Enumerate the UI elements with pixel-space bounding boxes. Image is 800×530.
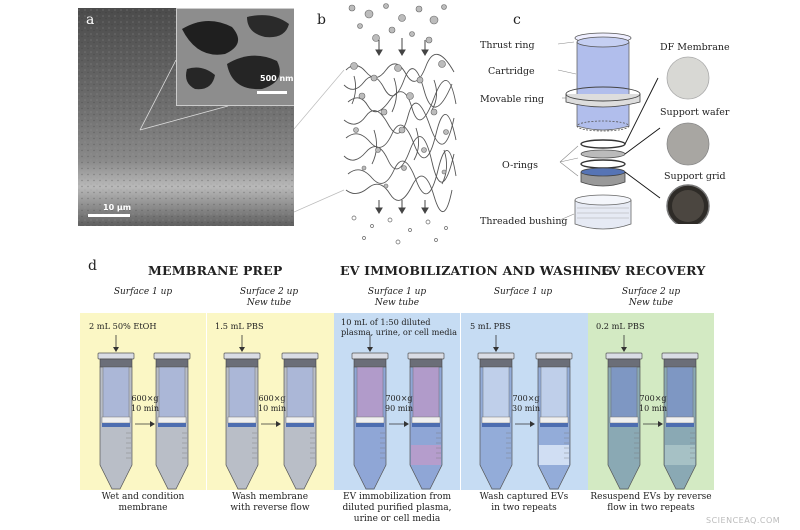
step2-tube-before (223, 352, 261, 490)
step2-surface: Surface 2 up (239, 287, 299, 297)
step1-surface: Surface 1 up (113, 287, 173, 297)
step4-spin: 700×g 30 min (509, 394, 543, 414)
step1-tube-after (153, 352, 191, 490)
label-thrust-ring: Thrust ring (480, 40, 535, 51)
step1-speed: 600×g (131, 394, 159, 403)
step5-tube: New tube (628, 298, 674, 308)
step1-caption: Wet and condition membrane (101, 492, 185, 513)
step5-surface: Surface 2 up (621, 287, 681, 297)
step2-time: 10 min (257, 404, 287, 413)
membrane-parts (666, 56, 710, 224)
step2-volume: 1.5 mL PBS (215, 321, 264, 331)
scale-label-500nm: 500 nm (260, 74, 294, 83)
step3-tube-before (351, 352, 389, 490)
step4-time: 30 min (511, 404, 541, 413)
label-threaded-bushing: Threaded bushing (480, 216, 568, 227)
step1-time: 10 min (130, 404, 160, 413)
panel-label-a: a (86, 12, 95, 28)
watermark: SCIENCEAQ.COM (706, 516, 781, 525)
membrane-schematic (294, 3, 457, 245)
step4-surface: Surface 1 up (493, 287, 553, 297)
step1-volume: 2 mL 50% EtOH (89, 321, 157, 331)
panel-label-b: b (317, 12, 326, 28)
inset-pores (177, 9, 294, 105)
step4-volume: 5 mL PBS (470, 321, 511, 331)
step2-speed: 600×g (258, 394, 286, 403)
step1-spin: 600×g 10 min (128, 394, 162, 414)
step3-speed: 700×g (385, 394, 413, 403)
step4-tube-after (535, 352, 573, 490)
cartridge-exploded (557, 32, 661, 230)
step3-time: 90 min (384, 404, 414, 413)
label-cartridge: Cartridge (488, 66, 535, 77)
support-wafer-disc (666, 122, 710, 166)
header-ev-immobilization: EV IMMOBILIZATION AND WASHING (340, 263, 613, 278)
step4-speed: 700×g (512, 394, 540, 403)
panel-label-d: d (88, 258, 97, 274)
step5-speed: 700×g (639, 394, 667, 403)
step3-caption: EV immobilization from diluted purified … (342, 492, 452, 524)
step3-spin: 700×g 90 min (382, 394, 416, 414)
label-support-grid: Support grid (664, 171, 726, 182)
step2-tube-after (281, 352, 319, 490)
step5-caption: Resuspend EVs by reverse flow in two rep… (590, 492, 712, 513)
step5-volume: 0.2 mL PBS (596, 321, 645, 331)
label-df-membrane: DF Membrane (660, 42, 730, 53)
step3-tube-after (407, 352, 445, 490)
step4-tube-before (477, 352, 515, 490)
df-membrane-disc (666, 56, 710, 100)
step3-volume: 10 mL of 1:50 diluted plasma, urine, or … (341, 317, 457, 337)
step4-caption: Wash captured EVs in two repeats (479, 492, 569, 513)
header-membrane-prep: MEMBRANE PREP (148, 263, 283, 278)
step5-time: 10 min (638, 404, 668, 413)
scale-label-10um: 10 µm (103, 203, 132, 212)
sem-image (78, 8, 294, 226)
label-o-rings: O-rings (502, 160, 539, 171)
header-ev-recovery: EV RECOVERY (601, 263, 706, 278)
step2-caption: Wash membrane with reverse flow (230, 492, 310, 513)
centrifuge-tubes (97, 335, 699, 490)
scale-bar-10um (88, 214, 130, 217)
step2-tube: New tube (246, 298, 292, 308)
sem-inset (176, 8, 294, 106)
step3-tube: New tube (374, 298, 420, 308)
label-support-wafer: Support wafer (660, 107, 730, 118)
panel-label-c: c (513, 12, 521, 28)
step5-tube-after (661, 352, 699, 490)
step1-tube-before (97, 352, 135, 490)
step3-surface: Surface 1 up (367, 287, 427, 297)
label-movable-ring: Movable ring (480, 94, 545, 105)
step2-spin: 600×g 10 min (255, 394, 289, 414)
step5-spin: 700×g 10 min (636, 394, 670, 414)
step5-tube-before (605, 352, 643, 490)
